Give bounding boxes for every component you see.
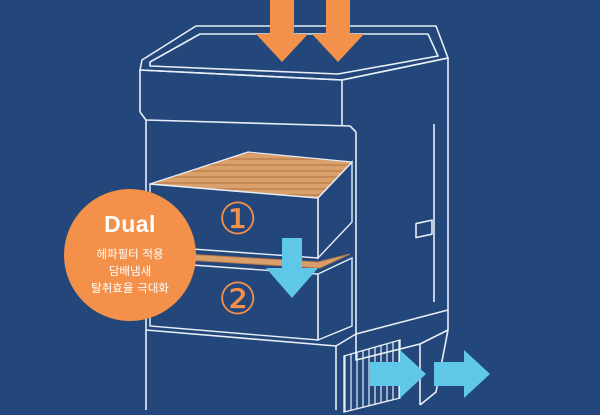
side-button (415, 219, 433, 239)
intake-arrows (256, 0, 364, 62)
filter-two-number: ② (218, 274, 258, 325)
badge-line: 담배냄새 (108, 264, 152, 278)
arrow-down-icon (312, 0, 364, 62)
arrow-down-icon (256, 0, 308, 62)
dual-filter-badge: Dual 헤파필터 적용 담배냄새 탈취효율 극대화 (64, 189, 196, 321)
filter-one-number: ① (218, 194, 258, 245)
exhaust-arrows (370, 350, 490, 398)
badge-title: Dual (104, 211, 156, 237)
arrow-right-icon (434, 350, 490, 398)
filter-flow-arrow-icon (266, 238, 318, 298)
badge-line: 헤파필터 적용 (96, 247, 164, 261)
arrow-right-icon (370, 350, 426, 398)
badge-line: 탈취효율 극대화 (91, 281, 169, 295)
